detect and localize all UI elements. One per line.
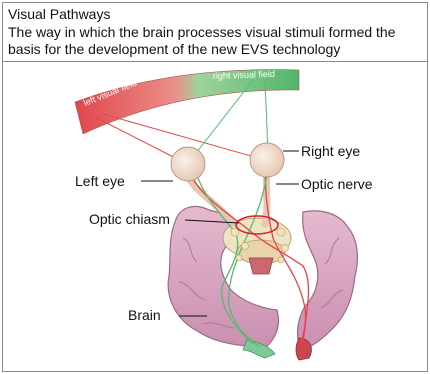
label-right-eye: Right eye <box>301 143 360 159</box>
visual-pathway-diagram: left visual field right visual field <box>3 62 427 371</box>
label-optic-chiasm: Optic chiasm <box>89 211 170 227</box>
label-brain: Brain <box>128 307 161 323</box>
brain-right-hemisphere <box>298 211 358 350</box>
midbrain <box>249 258 273 274</box>
page-subtitle: The way in which the brain processes vis… <box>8 24 424 58</box>
label-optic-nerve: Optic nerve <box>301 176 373 192</box>
right-eye-ball <box>250 143 284 177</box>
left-eye-ball <box>171 147 205 181</box>
page-title: Visual Pathways <box>8 6 110 23</box>
label-left-eye: Left eye <box>75 173 125 189</box>
